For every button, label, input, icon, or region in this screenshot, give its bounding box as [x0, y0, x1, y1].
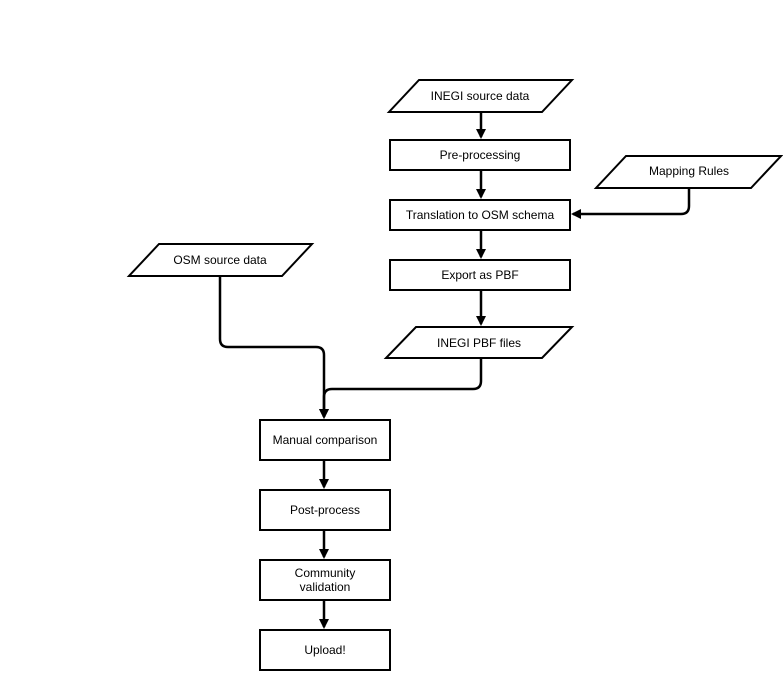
node-label: Export as PBF	[441, 268, 518, 282]
edges	[218, 112, 691, 629]
node-inegi-pbf-files: INEGI PBF files	[383, 326, 575, 359]
node-manual-comparison: Manual comparison	[259, 419, 391, 461]
node-label: Upload!	[304, 643, 345, 657]
node-label: Manual comparison	[273, 433, 378, 447]
edge-mapping-rules-to-translation	[571, 188, 691, 219]
edge-inegi-pbf-to-manual-comparison	[319, 358, 483, 419]
node-label: OSM source data	[173, 253, 267, 267]
node-label: Pre-processing	[440, 148, 521, 162]
node-community-validation: Community validation	[259, 559, 391, 601]
node-label-line-2: validation	[300, 580, 351, 594]
node-label: INEGI PBF files	[437, 336, 521, 350]
node-label: INEGI source data	[431, 89, 530, 103]
node-label: Mapping Rules	[649, 164, 729, 178]
node-inegi-source-data: INEGI source data	[386, 79, 575, 113]
edge-osm-source-to-manual-comparison	[218, 276, 329, 419]
node-translation-to-osm-schema: Translation to OSM schema	[389, 199, 571, 231]
node-mapping-rules: Mapping Rules	[593, 155, 783, 189]
node-label: Translation to OSM schema	[406, 208, 555, 222]
node-pre-processing: Pre-processing	[389, 139, 571, 171]
node-upload: Upload!	[259, 629, 391, 671]
node-post-process: Post-process	[259, 489, 391, 531]
node-label-line-1: Community	[295, 566, 356, 580]
node-osm-source-data: OSM source data	[126, 243, 315, 277]
node-export-as-pbf: Export as PBF	[389, 259, 571, 291]
node-label: Post-process	[290, 503, 360, 517]
